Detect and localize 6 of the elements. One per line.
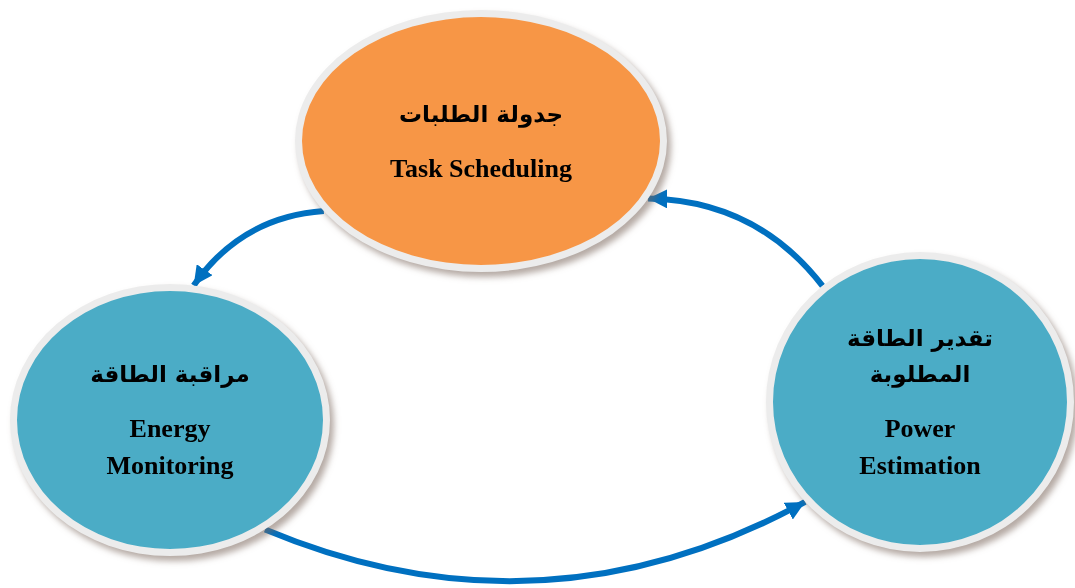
- node-title: جدولة الطلبات: [398, 99, 564, 130]
- node-label: Task Scheduling: [390, 152, 572, 185]
- node-label: Energy Monitoring: [105, 413, 235, 482]
- node-title: مراقبة الطاقة: [90, 360, 250, 390]
- node-label: Power Estimation: [858, 413, 982, 482]
- node-title: تقدير الطاقة المطلوبة: [846, 324, 994, 390]
